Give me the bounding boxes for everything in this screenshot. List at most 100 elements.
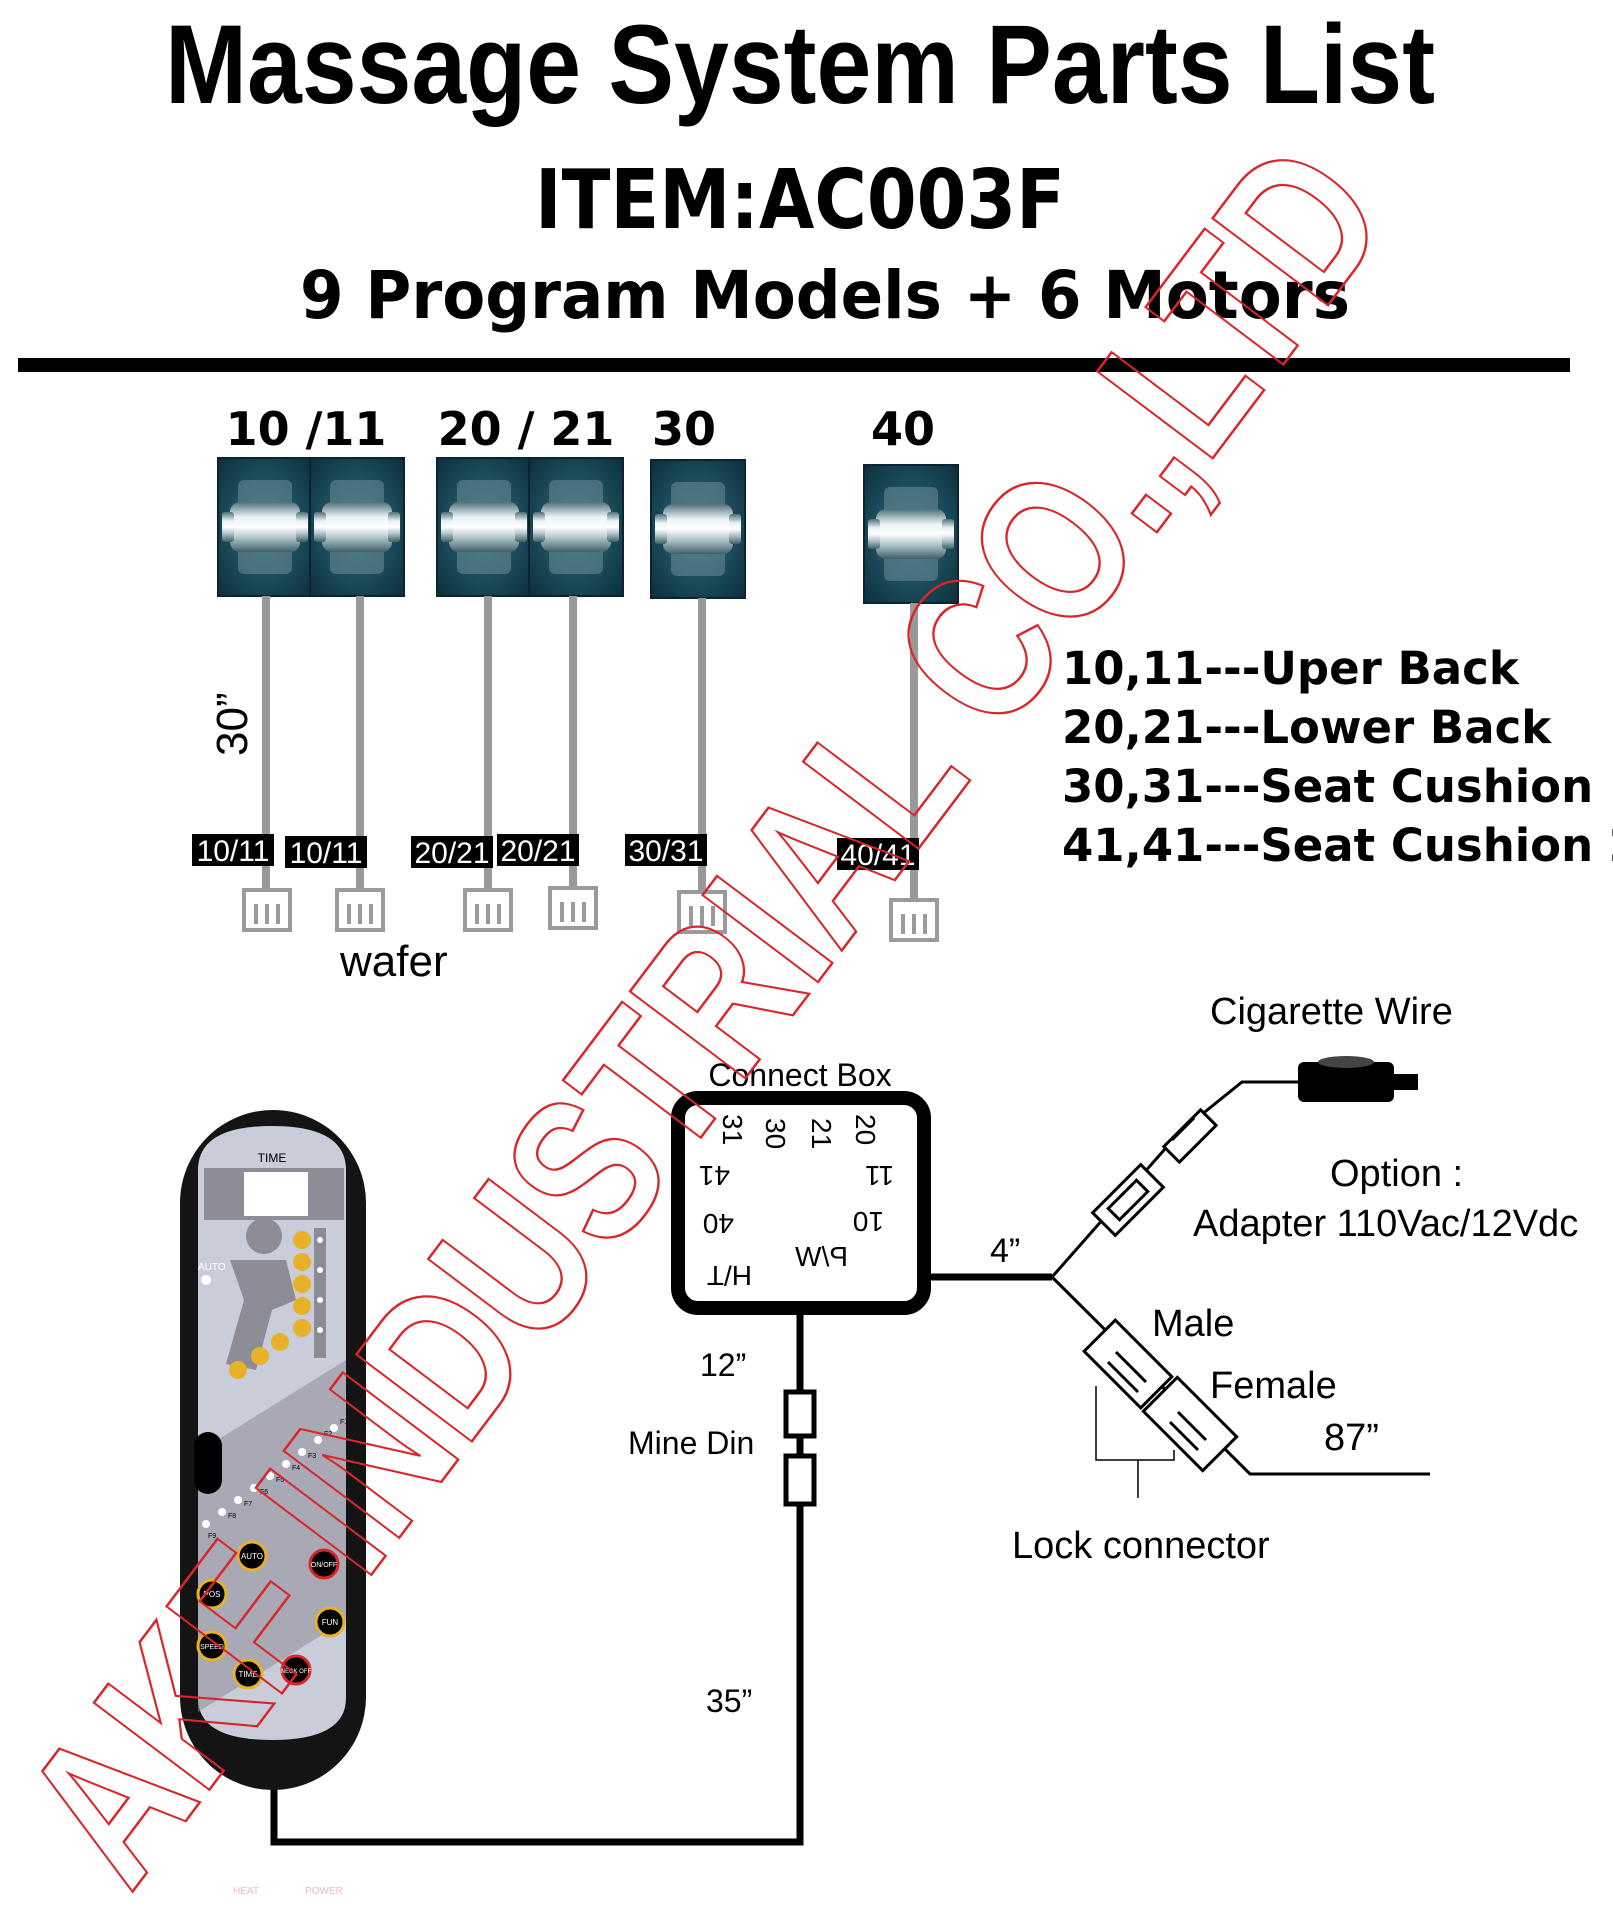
group-label-30: 30 bbox=[652, 402, 716, 456]
remote-heat-label: HEAT bbox=[233, 1886, 259, 1897]
option-label: Option : bbox=[1330, 1153, 1463, 1195]
legend-item-seat-cushion-1: 30,31---Seat Cushion 1 bbox=[1062, 760, 1613, 813]
wafer-tag-6: 40/41 bbox=[837, 838, 919, 872]
page-title: Massage System Parts List bbox=[165, 2, 1435, 127]
port-30: 30 bbox=[760, 1118, 791, 1149]
motor-20 bbox=[436, 457, 532, 597]
remote-time-button[interactable]: TIME bbox=[232, 1658, 264, 1690]
wafer-tag-2: 10/11 bbox=[285, 836, 367, 870]
group-label-20-21: 20 / 21 bbox=[438, 402, 615, 456]
remote-power-label: POWER bbox=[305, 1886, 343, 1897]
svg-text:FUN: FUN bbox=[322, 1618, 339, 1627]
remote-neck-button[interactable]: NECK OFF bbox=[280, 1654, 312, 1686]
motor-11 bbox=[309, 457, 405, 597]
svg-text:10/11: 10/11 bbox=[197, 835, 270, 868]
cable-length-12: 12” bbox=[700, 1347, 746, 1383]
header-divider bbox=[18, 358, 1570, 372]
female-connector bbox=[1141, 1375, 1239, 1473]
svg-text:F1: F1 bbox=[340, 1419, 348, 1426]
wafer-connector-4 bbox=[548, 886, 598, 930]
svg-text:ON/OFF: ON/OFF bbox=[311, 1562, 337, 1569]
motor-21 bbox=[528, 457, 624, 597]
group-label-10-11: 10 /11 bbox=[226, 402, 387, 456]
remote-pos-button[interactable]: POS bbox=[196, 1578, 228, 1610]
male-connector bbox=[1082, 1318, 1174, 1410]
port-31: 31 bbox=[717, 1114, 748, 1145]
adapter-socket bbox=[1090, 1162, 1166, 1238]
cigarette-wire-label: Cigarette Wire bbox=[1210, 991, 1453, 1033]
wafer-connector-2 bbox=[335, 888, 385, 932]
female-label: Female bbox=[1210, 1365, 1337, 1407]
subtitle: 9 Program Models + 6 Motors bbox=[300, 257, 1350, 334]
svg-text:F7: F7 bbox=[244, 1501, 252, 1508]
cable-length-87: 87” bbox=[1324, 1417, 1379, 1459]
wafer-connector-1 bbox=[242, 888, 292, 932]
svg-text:F4: F4 bbox=[292, 1465, 300, 1472]
male-label: Male bbox=[1152, 1303, 1234, 1345]
motor-30 bbox=[650, 459, 746, 599]
power-wiring bbox=[1050, 1080, 1430, 1476]
svg-text:POS: POS bbox=[204, 1590, 221, 1599]
port-41: 41 bbox=[699, 1160, 730, 1191]
svg-text:40/41: 40/41 bbox=[840, 839, 915, 872]
port-11: 11 bbox=[865, 1160, 894, 1191]
connect-box-title: Connect Box bbox=[708, 1057, 891, 1093]
port-ht: H/T bbox=[707, 1260, 752, 1291]
wafer-tag-4: 20/21 bbox=[497, 834, 579, 868]
wafer-tag-3: 20/21 bbox=[411, 836, 493, 870]
remote-auto-indicator: AUTO bbox=[198, 1262, 226, 1273]
lock-connector-bracket bbox=[1095, 1386, 1175, 1498]
port-pw: P/W bbox=[795, 1241, 848, 1272]
cable-length-35: 35” bbox=[706, 1683, 752, 1719]
svg-text:F9: F9 bbox=[208, 1533, 216, 1540]
cigarette-plug bbox=[1298, 1056, 1418, 1102]
remote-power-button[interactable]: ON/OFF bbox=[308, 1548, 340, 1580]
legend-item-upper-back: 10,11---Uper Back bbox=[1062, 642, 1520, 695]
svg-text:10/11: 10/11 bbox=[290, 837, 363, 870]
svg-text:20/21: 20/21 bbox=[500, 835, 575, 868]
connect-box: 31 30 21 20 41 11 40 10 H/T P/W bbox=[671, 1091, 931, 1315]
item-code: ITEM:AC003F bbox=[535, 153, 1065, 248]
svg-text:F2: F2 bbox=[324, 1431, 332, 1438]
function-led-labels: F1 F2 F3 F4 F5 F6 F7 F8 F9 bbox=[208, 1419, 348, 1540]
port-10: 10 bbox=[853, 1206, 884, 1237]
svg-text:AUTO: AUTO bbox=[241, 1552, 263, 1561]
port-40: 40 bbox=[703, 1208, 734, 1239]
body-figure-icon bbox=[226, 1218, 296, 1370]
svg-text:F8: F8 bbox=[228, 1513, 236, 1520]
wafer-tag-5: 30/31 bbox=[625, 834, 707, 868]
cable-length-4: 4” bbox=[990, 1232, 1020, 1270]
legend: 10,11---Uper Back 20,21---Lower Back 30,… bbox=[1062, 642, 1613, 872]
svg-text:NECK OFF: NECK OFF bbox=[281, 1669, 312, 1675]
svg-text:TIME: TIME bbox=[238, 1670, 257, 1679]
remote-fun-button[interactable]: FUN bbox=[314, 1606, 346, 1638]
adapter-label: Adapter 110Vac/12Vdc bbox=[1193, 1203, 1578, 1245]
main-wiring bbox=[270, 1273, 1052, 1846]
remote-control: TIME AUTO bbox=[180, 1110, 366, 1897]
svg-text:F5: F5 bbox=[276, 1477, 284, 1484]
motor-10 bbox=[217, 457, 313, 597]
inline-fuse-connector bbox=[1161, 1107, 1219, 1165]
svg-text:30/31: 30/31 bbox=[628, 835, 703, 868]
function-leds bbox=[202, 1424, 338, 1528]
port-21: 21 bbox=[806, 1118, 837, 1149]
wafer-tag-1: 10/11 bbox=[192, 834, 274, 868]
legend-item-lower-back: 20,21---Lower Back bbox=[1062, 701, 1552, 754]
svg-text:SPEED: SPEED bbox=[200, 1644, 224, 1651]
wafer-connector-3 bbox=[463, 888, 513, 932]
mine-din-label: Mine Din bbox=[628, 1425, 754, 1461]
cable-length-30: 30” bbox=[208, 692, 257, 756]
legend-item-seat-cushion-2: 41,41---Seat Cushion 2 bbox=[1062, 819, 1613, 872]
lock-connector-label: Lock connector bbox=[1012, 1525, 1270, 1567]
svg-text:F6: F6 bbox=[260, 1489, 268, 1496]
remote-time-label: TIME bbox=[258, 1151, 287, 1165]
group-label-40: 40 bbox=[871, 402, 935, 456]
remote-speed-button[interactable]: SPEED bbox=[196, 1630, 228, 1662]
massage-zone-leds bbox=[229, 1228, 326, 1379]
port-20: 20 bbox=[850, 1114, 881, 1145]
wafer-label: wafer bbox=[339, 937, 448, 986]
svg-text:20/21: 20/21 bbox=[414, 837, 489, 870]
remote-auto-button[interactable]: AUTO bbox=[236, 1540, 268, 1572]
svg-text:F3: F3 bbox=[308, 1453, 316, 1460]
